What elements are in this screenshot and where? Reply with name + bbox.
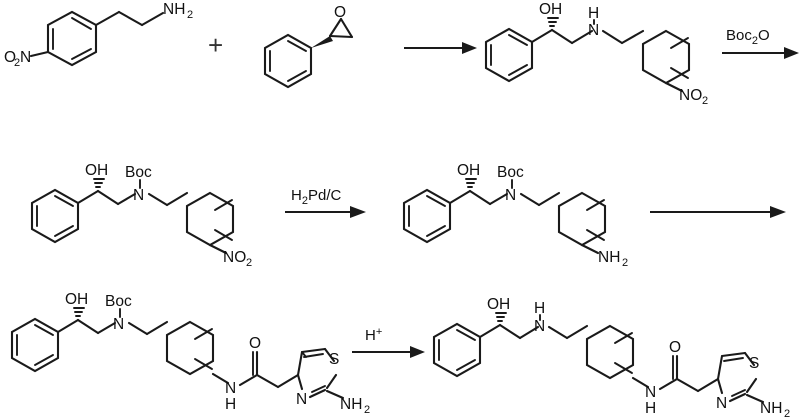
label-secondary-n: N xyxy=(534,318,545,335)
label-boc-3: Boc xyxy=(497,164,524,181)
label-boc-4: Boc xyxy=(105,293,132,310)
structure-4-nitrophenethylamine: O 2 N NH 2 xyxy=(4,1,193,69)
label-secondary-h: H xyxy=(534,300,545,317)
label-amide-n-2: N xyxy=(645,384,656,401)
structure-styrene-oxide: O xyxy=(263,4,354,89)
label-carbonyl-o-2: O xyxy=(669,339,681,356)
hash-wedge-oh-1 xyxy=(547,17,559,27)
label-oh-4: OH xyxy=(65,291,88,308)
label-nh2-2: NH xyxy=(598,249,620,266)
label-no2-1-sub: 2 xyxy=(702,95,708,107)
reaction-arrow-5-acid: H+ xyxy=(352,326,425,358)
label-amide-n-1: N xyxy=(225,380,236,397)
hash-wedge-oh-4 xyxy=(73,307,85,317)
hash-wedge-oh-2 xyxy=(93,178,105,188)
label-no2-1: NO xyxy=(679,87,702,104)
label-h-1: H xyxy=(588,5,599,22)
label-thiazole-n-1: N xyxy=(296,391,307,408)
reaction-arrow-2-boc2o: Boc2O xyxy=(722,27,799,59)
label-thiazole-nh2-2: NH xyxy=(760,400,782,417)
label-epoxide-o: O xyxy=(334,4,346,21)
hash-wedge-oh-5 xyxy=(495,312,507,322)
label-o2n-sub: 2 xyxy=(14,57,20,69)
label-thiazole-nh2-1-sub: 2 xyxy=(364,404,370,416)
label-oh-3: OH xyxy=(457,162,480,179)
label-nh2-2-sub: 2 xyxy=(622,257,628,269)
hash-wedge-oh-3 xyxy=(465,178,477,188)
structure-boc-protected-nitro: OH N Boc NO 2 xyxy=(30,162,252,269)
label-n-4: N xyxy=(113,316,124,333)
reagent-boc2o: Boc2O xyxy=(726,27,770,47)
label-o2n-o: O xyxy=(4,49,16,66)
reagent-acid: H+ xyxy=(365,326,382,344)
reaction-arrow-1 xyxy=(404,42,477,54)
label-thiazole-nh2-1: NH xyxy=(340,396,362,413)
label-n-3: N xyxy=(505,187,516,204)
label-carbonyl-o-1: O xyxy=(249,335,261,352)
label-amide-h-2: H xyxy=(645,400,656,417)
label-nh2-sub: 2 xyxy=(187,9,193,21)
structure-amino-alcohol-nitro: OH N H NO 2 xyxy=(484,1,708,107)
plus-sign: + xyxy=(208,30,223,60)
label-thiazole-n-2: N xyxy=(716,395,727,412)
reaction-arrow-3-h2pdc: H2Pd/C xyxy=(285,187,366,218)
label-nh2: NH xyxy=(163,1,185,18)
label-thiazole-s-2: S xyxy=(749,355,759,372)
label-n-2: N xyxy=(133,187,144,204)
structure-mirabegron-final-product: OH N H N H O S N NH 2 xyxy=(432,296,790,419)
reagent-h2pdc: H2Pd/C xyxy=(291,187,341,207)
label-no2-2-sub: 2 xyxy=(246,257,252,269)
reaction-arrow-4 xyxy=(650,206,786,218)
label-thiazole-nh2-2-sub: 2 xyxy=(784,408,790,419)
label-oh-2: OH xyxy=(85,162,108,179)
label-o2n-n: N xyxy=(20,49,31,66)
label-no2-2: NO xyxy=(223,249,246,266)
label-n-1: N xyxy=(588,22,599,39)
label-boc-2: Boc xyxy=(125,164,152,181)
structure-boc-protected-aniline: OH N Boc NH 2 xyxy=(402,162,628,269)
label-amide-h-1: H xyxy=(225,396,236,413)
label-oh-1: OH xyxy=(539,1,562,18)
label-thiazole-s-1: S xyxy=(329,351,339,368)
label-oh-5: OH xyxy=(487,296,510,313)
structure-boc-protected-thiazole-amide: OH N Boc N H O S N NH 2 xyxy=(10,291,370,416)
